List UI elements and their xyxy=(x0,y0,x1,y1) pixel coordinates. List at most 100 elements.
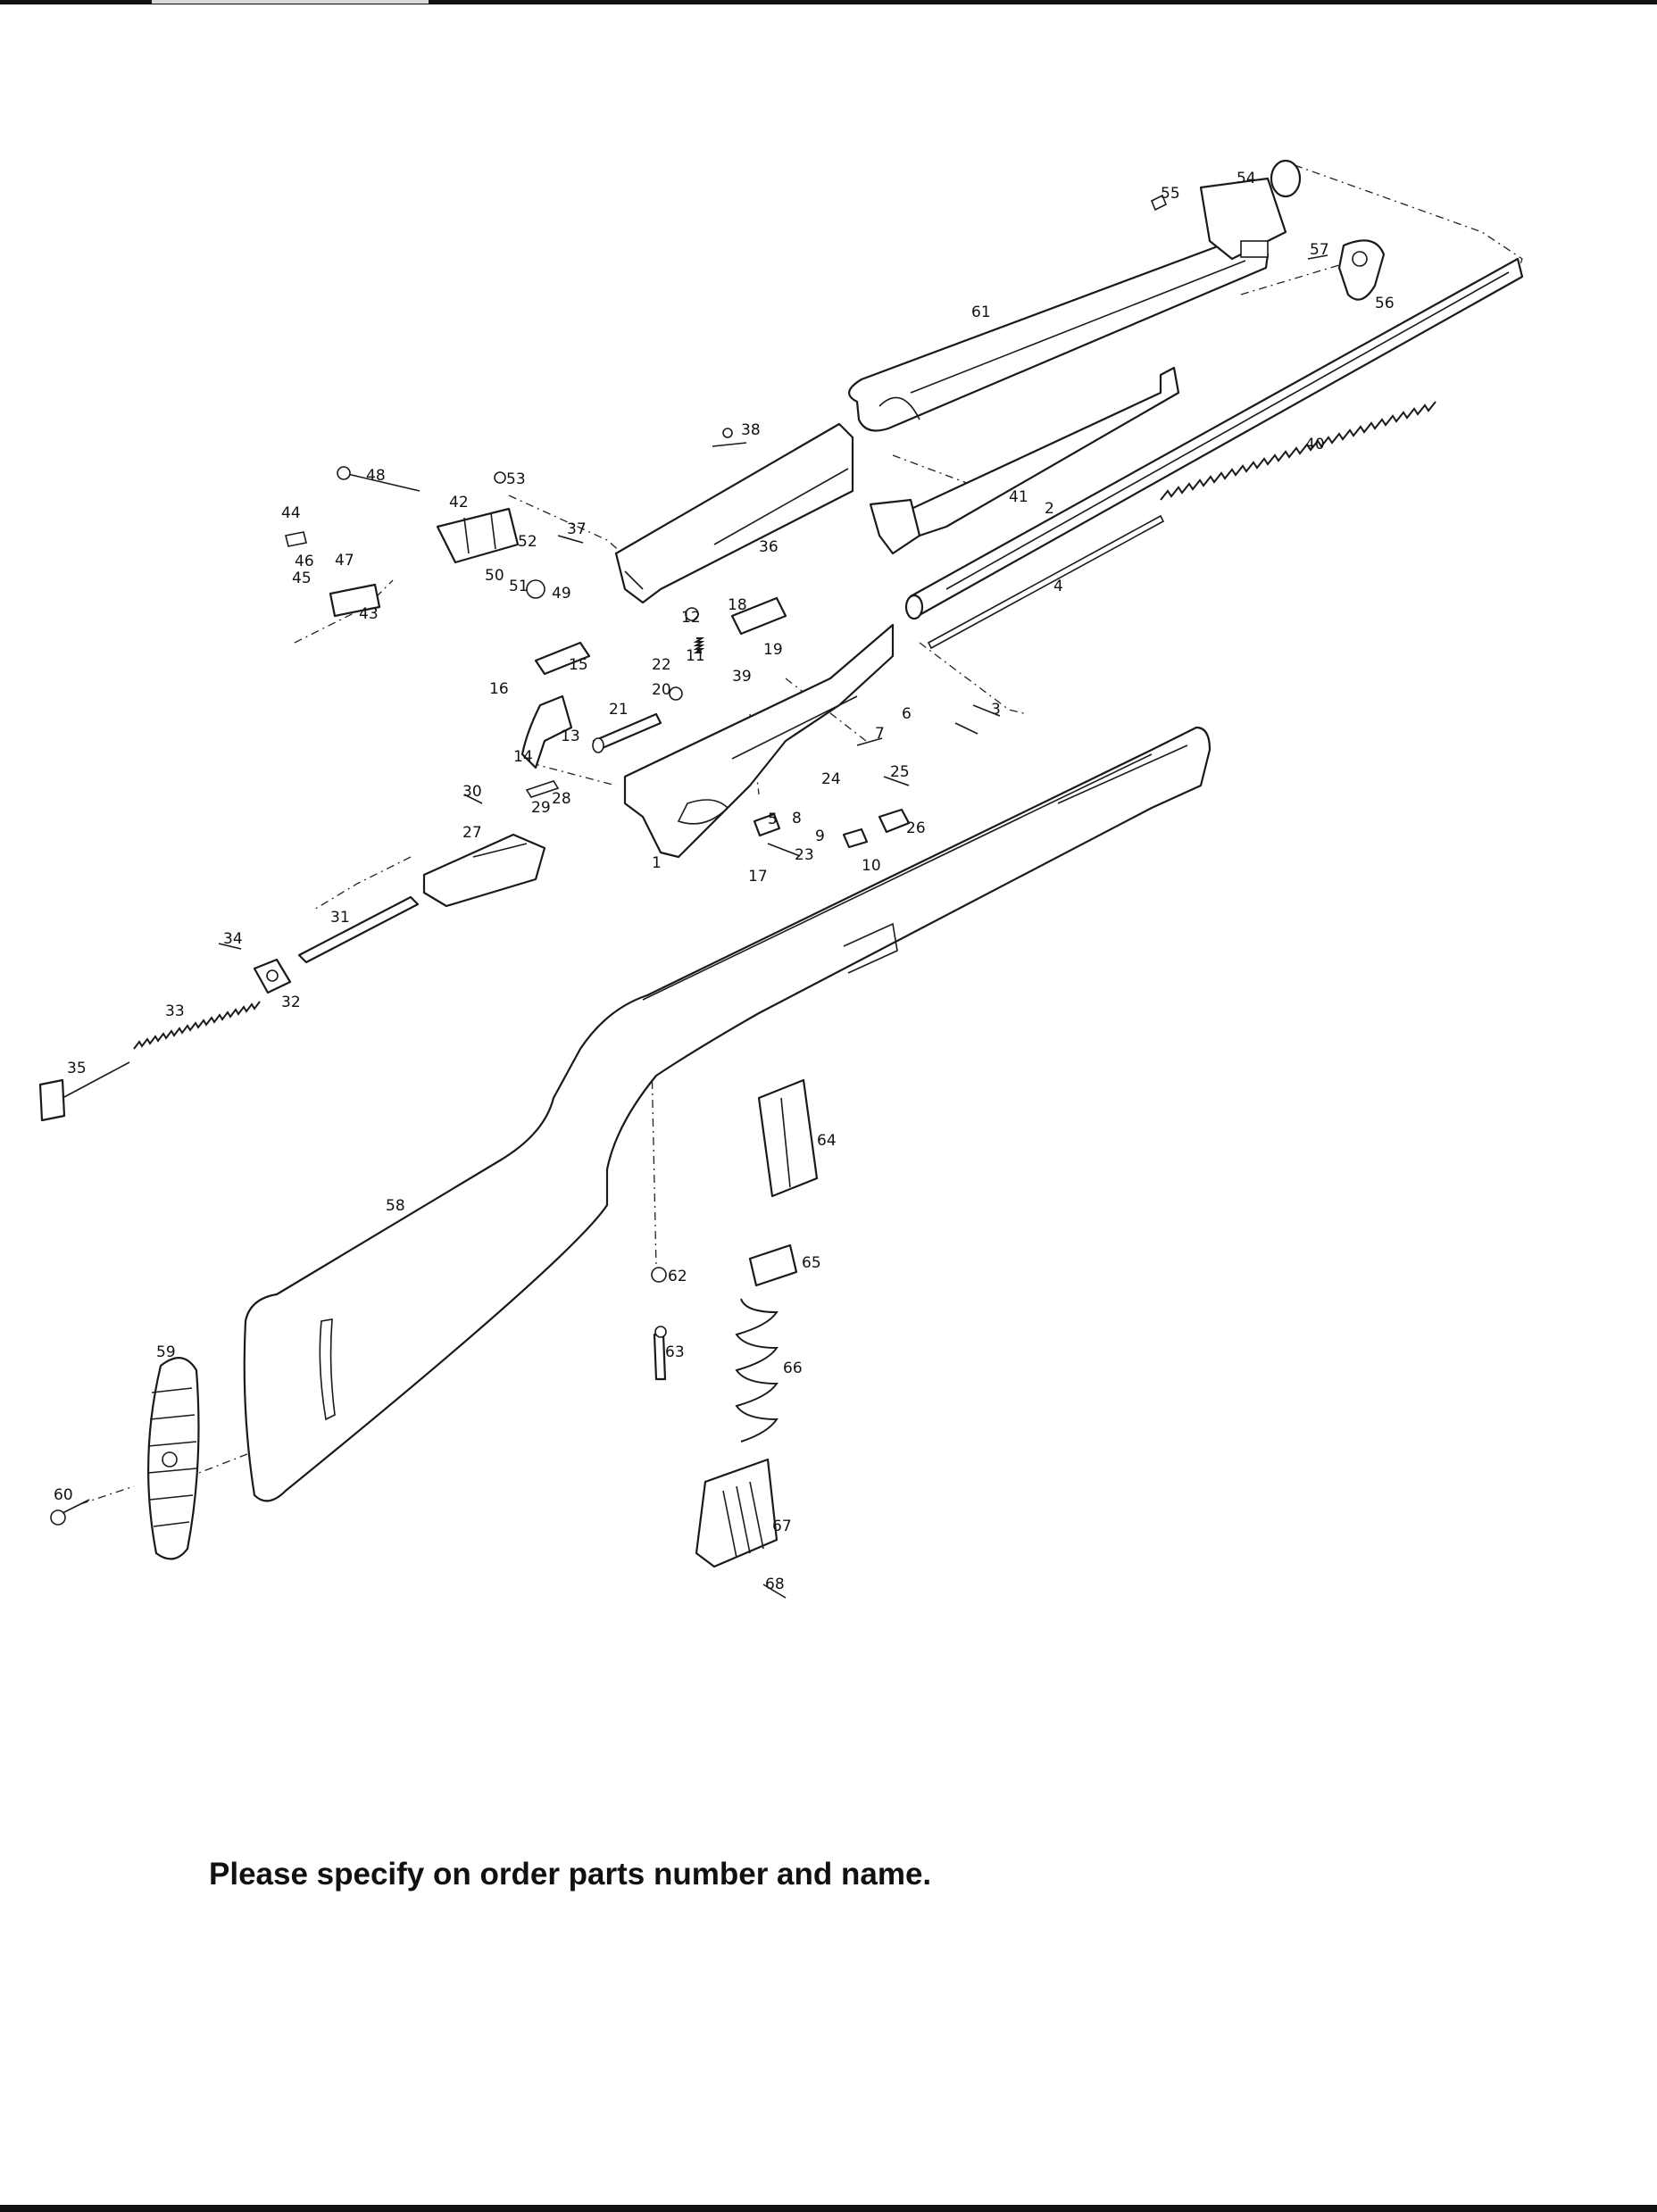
part-label: 4 xyxy=(1053,578,1063,595)
part-label: 36 xyxy=(759,538,779,556)
part-label: 2 xyxy=(1045,500,1054,518)
part-label: 12 xyxy=(681,609,701,627)
part-label: 14 xyxy=(513,748,533,766)
part-label: 65 xyxy=(802,1254,821,1272)
part-label: 49 xyxy=(552,585,571,603)
part-label: 64 xyxy=(817,1132,837,1150)
sear-21 xyxy=(592,712,662,753)
part-label: 54 xyxy=(1237,170,1256,187)
firing-pin-31 xyxy=(297,895,420,964)
part-label: 30 xyxy=(462,783,482,801)
part-label: 8 xyxy=(792,810,802,827)
part-label: 44 xyxy=(281,504,301,522)
part-label: 40 xyxy=(1305,436,1325,453)
part-label: 11 xyxy=(686,647,705,665)
part-label: 53 xyxy=(506,470,526,488)
screw-48 xyxy=(337,466,420,492)
part-label: 66 xyxy=(783,1360,803,1377)
part-label: 48 xyxy=(366,467,386,485)
part-label: 9 xyxy=(815,827,825,845)
bolt-parts-28-30 xyxy=(463,780,560,804)
part-label: 32 xyxy=(281,994,301,1011)
bolt-27 xyxy=(422,833,546,908)
rear-sight-parts-43-47 xyxy=(285,471,545,618)
part-label: 34 xyxy=(223,930,243,948)
handguard-61 xyxy=(848,237,1270,432)
guide-35 xyxy=(38,1061,130,1122)
part-label: 6 xyxy=(902,705,912,723)
bottom-border-rule xyxy=(0,2205,1657,2212)
follower-65 xyxy=(748,1243,798,1287)
part-label: 22 xyxy=(652,656,671,674)
part-label: 10 xyxy=(862,857,881,875)
part-label: 60 xyxy=(54,1486,73,1504)
screw-60 xyxy=(50,1499,90,1526)
part-label: 47 xyxy=(335,552,354,570)
part-label: 52 xyxy=(518,533,537,551)
part-label: 68 xyxy=(765,1576,785,1593)
part-label: 5 xyxy=(768,811,778,828)
top-border-gap xyxy=(152,0,429,4)
front-sight-56 xyxy=(1337,239,1386,301)
receiver-1 xyxy=(623,623,895,859)
screw-62-63 xyxy=(651,1267,667,1381)
magazine-body-64 xyxy=(757,1078,819,1198)
floorplate-67 xyxy=(695,1458,779,1568)
pin-34 xyxy=(218,943,242,950)
stock-58 xyxy=(243,726,1212,1502)
barrel-assembly xyxy=(904,257,1524,620)
part-label: 38 xyxy=(741,421,761,439)
part-label: 57 xyxy=(1310,241,1329,259)
part-label: 27 xyxy=(462,824,482,842)
part-label: 43 xyxy=(359,605,379,623)
screw-55 xyxy=(1150,194,1168,212)
part-label: 59 xyxy=(156,1343,176,1361)
part-label: 24 xyxy=(821,770,841,788)
part-label: 23 xyxy=(795,846,814,864)
part-label: 39 xyxy=(732,668,752,686)
part-label: 7 xyxy=(875,725,885,743)
part-label: 19 xyxy=(763,641,783,659)
pin-68 xyxy=(762,1584,787,1599)
trigger-parts-12-22 xyxy=(669,596,787,701)
rear-sight-42 xyxy=(436,507,520,564)
part-label: 18 xyxy=(728,596,747,614)
part-label: 41 xyxy=(1009,488,1028,506)
operating-rod-41 xyxy=(869,366,1180,555)
part-label: 63 xyxy=(665,1343,685,1361)
part-label: 13 xyxy=(561,728,580,745)
spring-33 xyxy=(133,1001,261,1050)
recoil-spring-40 xyxy=(1160,401,1436,501)
part-label: 3 xyxy=(991,701,1001,719)
part-label: 29 xyxy=(531,799,551,817)
part-labels: 1 2 3 4 5 6 7 8 9 10 11 12 13 14 15 16 1… xyxy=(54,170,1395,1593)
buttplate-59 xyxy=(147,1357,200,1560)
guide-rod-4 xyxy=(927,514,1165,650)
part-label: 50 xyxy=(485,567,504,585)
part-label: 28 xyxy=(552,790,571,808)
small-parts-3-10-23-26 xyxy=(753,704,1001,857)
part-label: 31 xyxy=(330,909,350,927)
pin-57 xyxy=(1307,254,1328,260)
hammer-14-15-16 xyxy=(520,641,591,769)
part-label: 67 xyxy=(772,1518,792,1535)
part-label: 21 xyxy=(609,701,629,719)
part-label: 17 xyxy=(748,868,768,886)
order-note: Please specify on order parts number and… xyxy=(209,1857,932,1892)
plug-32 xyxy=(253,958,292,994)
part-label: 1 xyxy=(652,854,662,872)
part-label: 55 xyxy=(1161,185,1180,203)
part-label: 20 xyxy=(652,681,671,699)
front-band-54 xyxy=(1199,159,1302,261)
part-label: 37 xyxy=(567,520,587,538)
part-label: 46 xyxy=(295,553,314,570)
part-label: 15 xyxy=(569,656,588,674)
part-label: 58 xyxy=(386,1197,405,1215)
part-label: 45 xyxy=(292,570,312,587)
part-label: 61 xyxy=(971,304,991,321)
magazine-spring-66 xyxy=(735,1298,779,1443)
part-label: 26 xyxy=(906,819,926,837)
part-label: 16 xyxy=(489,680,509,698)
part-label: 62 xyxy=(668,1268,687,1285)
